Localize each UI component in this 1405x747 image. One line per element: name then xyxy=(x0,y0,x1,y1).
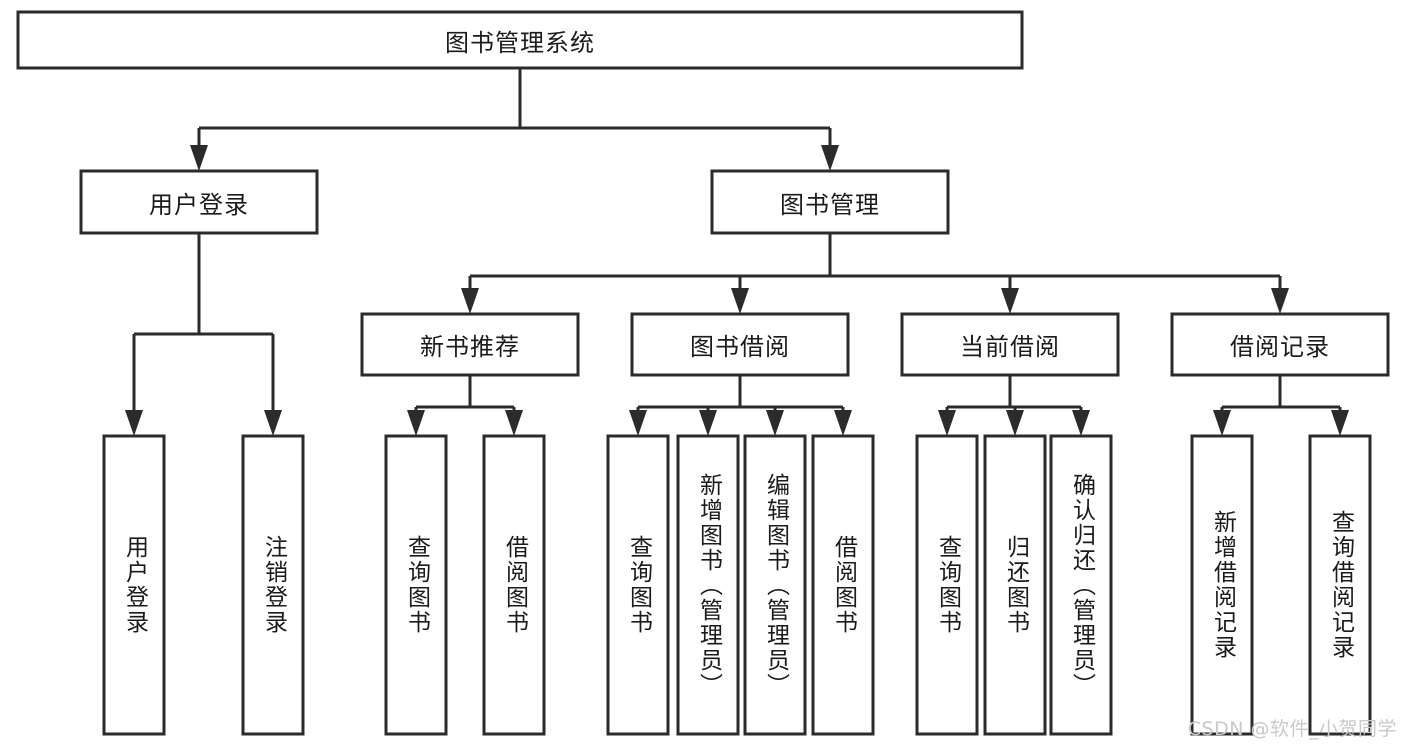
node-box-leaf-rec-add-record[interactable] xyxy=(1190,434,1254,736)
connector-group-root xyxy=(190,68,839,171)
connector-arrowhead xyxy=(1271,288,1289,314)
node-box-leaf-rec-query-record[interactable] xyxy=(1308,434,1372,736)
arrow-triangle xyxy=(1006,410,1024,436)
node-box-leaf-cur-confirm-return[interactable] xyxy=(1049,434,1113,736)
arrow-triangle xyxy=(1271,288,1289,314)
arrow-triangle xyxy=(407,410,425,436)
arrow-triangle xyxy=(938,410,956,436)
node-box-leaf-user-logout[interactable] xyxy=(241,434,305,736)
connector-arrowhead xyxy=(1001,288,1019,314)
connector-group-new-book-rec xyxy=(407,375,523,436)
connector-arrowhead xyxy=(1331,410,1349,436)
connector-arrowhead xyxy=(938,410,956,436)
arrow-triangle xyxy=(264,410,282,436)
arrow-triangle xyxy=(461,288,479,314)
arrow-triangle xyxy=(731,288,749,314)
connector-arrowhead xyxy=(264,410,282,436)
connector-layer xyxy=(125,68,1349,436)
connector-arrowhead xyxy=(731,288,749,314)
node-box-leaf-borrow-edit-book[interactable] xyxy=(743,434,807,736)
arrow-triangle xyxy=(125,410,143,436)
arrow-triangle xyxy=(1001,288,1019,314)
arrow-triangle xyxy=(821,145,839,171)
node-box-user-login[interactable] xyxy=(79,169,319,235)
node-box-leaf-borrow-add-book[interactable] xyxy=(676,434,740,736)
connector-group-borrow-record xyxy=(1213,375,1349,436)
node-box-new-book-rec[interactable] xyxy=(360,312,580,377)
connector-group-current-borrow xyxy=(938,375,1090,436)
connector-arrowhead xyxy=(407,410,425,436)
node-box-leaf-user-login[interactable] xyxy=(102,434,166,736)
arrow-triangle xyxy=(834,410,852,436)
connector-arrowhead xyxy=(821,145,839,171)
connector-group-book-manage xyxy=(461,233,1289,314)
node-box-current-borrow[interactable] xyxy=(900,312,1120,377)
arrow-triangle xyxy=(1213,410,1231,436)
connector-arrowhead xyxy=(699,410,717,436)
node-box-root[interactable] xyxy=(16,10,1024,70)
connector-arrowhead xyxy=(834,410,852,436)
node-box-borrow-record[interactable] xyxy=(1170,312,1390,377)
connector-group-book-borrow xyxy=(629,375,852,436)
connector-arrowhead xyxy=(1006,410,1024,436)
node-box-leaf-borrow-query-book[interactable] xyxy=(606,434,670,736)
node-box-book-borrow[interactable] xyxy=(630,312,850,377)
arrow-triangle xyxy=(190,145,208,171)
arrow-triangle xyxy=(1331,410,1349,436)
connector-arrowhead xyxy=(190,145,208,171)
arrow-triangle xyxy=(1072,410,1090,436)
node-box-leaf-rec-query-book[interactable] xyxy=(384,434,448,736)
node-box-book-manage[interactable] xyxy=(710,169,950,235)
node-box-leaf-cur-return-book[interactable] xyxy=(983,434,1047,736)
connector-arrowhead xyxy=(1072,410,1090,436)
connector-arrowhead xyxy=(461,288,479,314)
connector-arrowhead xyxy=(766,410,784,436)
arrow-triangle xyxy=(699,410,717,436)
node-box-leaf-rec-borrow-book[interactable] xyxy=(482,434,546,736)
connector-arrowhead xyxy=(1213,410,1231,436)
arrow-triangle xyxy=(629,410,647,436)
node-box-leaf-cur-query-book[interactable] xyxy=(915,434,979,736)
csdn-watermark: CSDN @软件_小贺同学 xyxy=(1187,718,1397,740)
connector-arrowhead xyxy=(125,410,143,436)
connector-arrowhead xyxy=(505,410,523,436)
node-box-leaf-borrow-borrow-book[interactable] xyxy=(811,434,875,736)
connector-group-user-login xyxy=(125,233,282,436)
node-layer xyxy=(16,10,1390,736)
arrow-triangle xyxy=(766,410,784,436)
arrow-triangle xyxy=(505,410,523,436)
connector-arrowhead xyxy=(629,410,647,436)
